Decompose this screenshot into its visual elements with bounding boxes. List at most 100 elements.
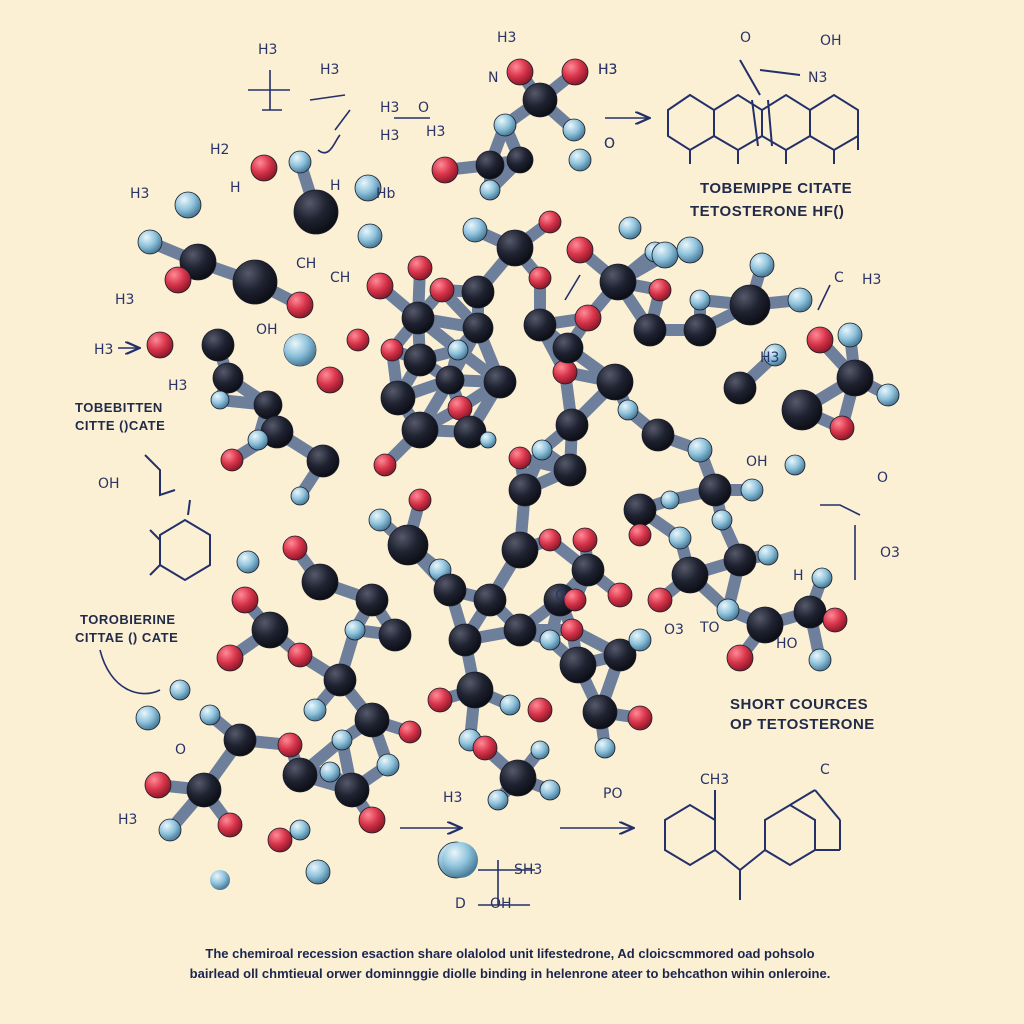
- carbon-atom: [582, 694, 618, 730]
- hydrogen-atom: [687, 437, 713, 463]
- oxygen-atom: [431, 156, 459, 184]
- carbon-atom: [473, 583, 507, 617]
- carbon-atom: [323, 663, 357, 697]
- figure-caption: The chemiroal recession esaction share o…: [150, 944, 870, 984]
- oxygen-atom: [648, 278, 672, 302]
- hydrogen-atom: [135, 705, 161, 731]
- oxygen-atom: [528, 266, 552, 290]
- hydrogen-atom: [711, 509, 733, 531]
- carbon-atom: [282, 757, 318, 793]
- carbon-atom: [483, 365, 517, 399]
- atom-label: H3: [598, 62, 618, 78]
- hydrogen-atom: [530, 740, 550, 760]
- hydrogen-atom: [331, 729, 353, 751]
- oxygen-atom: [316, 366, 344, 394]
- atom-label: H3: [320, 62, 340, 78]
- atom-label: H3: [258, 42, 278, 58]
- carbon-atom: [729, 284, 771, 326]
- atom-label: CH3: [700, 772, 730, 788]
- carbon-atom: [475, 150, 505, 180]
- carbon-atom: [293, 189, 339, 235]
- oxygen-atom: [144, 771, 172, 799]
- hydrogen-atom: [319, 761, 341, 783]
- carbon-atom: [354, 702, 390, 738]
- oxygen-atom: [561, 58, 589, 86]
- oxygen-atom: [627, 705, 653, 731]
- carbon-atom: [401, 301, 435, 335]
- hydrogen-atom: [368, 508, 392, 532]
- oxygen-atom: [220, 448, 244, 472]
- atom-label: SH3: [514, 862, 543, 878]
- atom-label: H3: [497, 30, 517, 46]
- oxygen-atom: [277, 732, 303, 758]
- hydrogen-atom: [462, 217, 488, 243]
- oxygen-atom: [607, 582, 633, 608]
- atom-label: H: [330, 178, 341, 194]
- oxygen-atom: [286, 291, 314, 319]
- arrow-line-icon: [564, 274, 581, 301]
- hydrogen-atom: [539, 779, 561, 801]
- hydrogen-atom: [376, 753, 400, 777]
- hydrogen-atom: [749, 252, 775, 278]
- atom-label: O: [175, 742, 187, 758]
- title-left-mid-1: TOBEBITTEN: [75, 400, 163, 415]
- atom-label: H3: [130, 186, 150, 202]
- hydrogen-atom: [344, 619, 366, 641]
- oxygen-atom: [508, 446, 532, 470]
- hydrogen-atom: [137, 229, 163, 255]
- oxygen-atom: [429, 277, 455, 303]
- hydrogen-atom: [763, 343, 787, 367]
- carbon-atom: [334, 772, 370, 808]
- oxygen-atom: [373, 453, 397, 477]
- title-left-low-2: CITTAE () CATE: [75, 630, 179, 645]
- oxygen-atom: [231, 586, 259, 614]
- carbon-atom: [503, 613, 537, 647]
- carbon-atom: [553, 453, 587, 487]
- hydrogen-atom: [562, 118, 586, 142]
- hydrogen-atom: [808, 648, 832, 672]
- carbon-atom: [355, 583, 389, 617]
- carbon-atom: [401, 411, 439, 449]
- oxygen-atom: [146, 331, 174, 359]
- oxygen-atom: [472, 735, 498, 761]
- oxygen-atom: [358, 806, 386, 834]
- atom-label: O: [418, 100, 430, 116]
- carbon-atom: [212, 362, 244, 394]
- carbon-atom: [306, 444, 340, 478]
- atom-label: N3: [808, 70, 828, 86]
- fragment-top-left: [248, 70, 351, 154]
- hydrogen-atom: [289, 819, 311, 841]
- carbon-atom: [555, 408, 589, 442]
- hydrogen-atom: [757, 544, 779, 566]
- hydrogen-atom: [236, 550, 260, 574]
- hydrogen-atom: [169, 679, 191, 701]
- carbon-atom: [253, 390, 283, 420]
- atom-label: Hb: [376, 186, 396, 202]
- carbon-atom: [462, 312, 494, 344]
- oxygen-atom: [628, 523, 652, 547]
- hydrogen-atom: [247, 429, 269, 451]
- hydrogen-atom: [284, 334, 316, 366]
- oxygen-atom: [267, 827, 293, 853]
- atom-label: H3: [94, 342, 114, 358]
- ring-structure-bottom-right: [664, 789, 841, 900]
- atom-label: TO: [700, 620, 720, 636]
- hydrogen-atom: [740, 478, 764, 502]
- oxygen-atom: [346, 328, 370, 352]
- atom-label: O3: [880, 545, 900, 561]
- carbon-atom: [380, 380, 416, 416]
- carbon-atom: [523, 308, 557, 342]
- atom-label: H3: [380, 128, 400, 144]
- hydrogen-atom: [568, 148, 592, 172]
- carbon-atom: [698, 473, 732, 507]
- carbon-atom: [223, 723, 257, 757]
- carbon-atom: [448, 623, 482, 657]
- hydrogen-atom: [199, 704, 221, 726]
- oxygen-atom: [217, 812, 243, 838]
- oxygen-atom: [408, 488, 432, 512]
- title-right-low-1: SHORT COURCES: [730, 696, 869, 713]
- atom-label: OH: [256, 322, 278, 338]
- hydrogen-atom: [442, 842, 478, 878]
- carbon-atom: [508, 473, 542, 507]
- carbon-atom: [623, 493, 657, 527]
